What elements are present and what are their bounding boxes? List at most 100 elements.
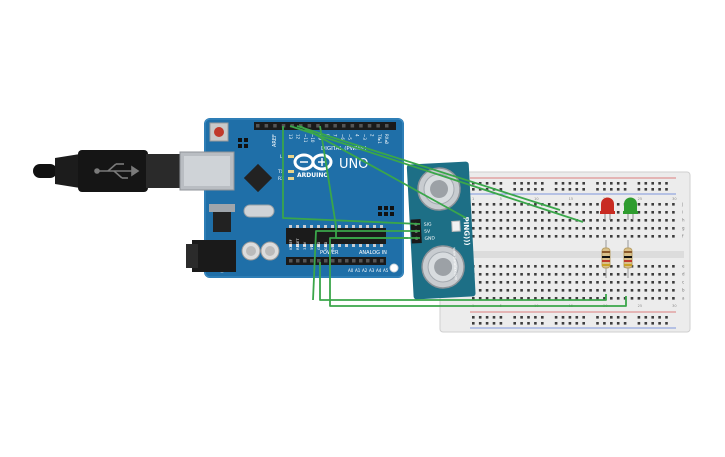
breadboard-hole[interactable]	[541, 281, 544, 284]
breadboard-hole[interactable]	[478, 273, 482, 276]
breadboard-hole[interactable]	[575, 235, 579, 238]
breadboard-hole[interactable]	[589, 289, 592, 292]
breadboard-hole[interactable]	[492, 265, 496, 268]
breadboard-hole[interactable]	[513, 227, 516, 230]
breadboard-hole[interactable]	[616, 219, 620, 222]
breadboard-hole[interactable]	[554, 281, 558, 284]
breadboard-hole[interactable]	[554, 219, 558, 222]
digital-header-hole[interactable]	[307, 124, 312, 128]
digital-header-hole[interactable]	[359, 124, 363, 128]
breadboard-hole[interactable]	[534, 235, 537, 238]
rail-hole[interactable]	[561, 316, 565, 319]
rail-hole[interactable]	[623, 188, 627, 191]
breadboard-hole[interactable]	[541, 211, 544, 214]
rail-hole[interactable]	[520, 316, 523, 319]
breadboard-hole[interactable]	[575, 273, 579, 276]
breadboard-hole[interactable]	[541, 235, 544, 238]
wire-trig-signal[interactable]	[282, 126, 421, 225]
breadboard-hole[interactable]	[665, 203, 668, 206]
breadboard-hole[interactable]	[582, 235, 585, 238]
breadboard-hole[interactable]	[651, 235, 654, 238]
breadboard-hole[interactable]	[616, 281, 620, 284]
rail-hole[interactable]	[534, 182, 537, 185]
breadboard-hole[interactable]	[492, 219, 496, 222]
digital-header-hole[interactable]	[316, 124, 320, 128]
breadboard-hole[interactable]	[499, 211, 503, 214]
breadboard-hole[interactable]	[644, 297, 648, 300]
rail-hole[interactable]	[534, 322, 537, 325]
breadboard-hole[interactable]	[651, 219, 654, 222]
breadboard-hole[interactable]	[603, 235, 606, 238]
rail-hole[interactable]	[637, 322, 641, 325]
rail-hole[interactable]	[651, 316, 654, 319]
breadboard-hole[interactable]	[492, 289, 496, 292]
breadboard-hole[interactable]	[644, 211, 648, 214]
rail-hole[interactable]	[485, 182, 489, 185]
rail-hole[interactable]	[478, 316, 482, 319]
digital-header-hole[interactable]	[333, 124, 337, 128]
breadboard-hole[interactable]	[589, 297, 592, 300]
breadboard-hole[interactable]	[534, 273, 537, 276]
power-header-hole[interactable]	[317, 259, 321, 263]
rail-hole[interactable]	[596, 322, 599, 325]
breadboard-hole[interactable]	[561, 297, 565, 300]
rail-hole[interactable]	[637, 182, 641, 185]
breadboard-hole[interactable]	[534, 265, 537, 268]
rail-hole[interactable]	[492, 182, 496, 185]
rail-hole[interactable]	[520, 188, 523, 191]
breadboard-hole[interactable]	[534, 281, 537, 284]
breadboard-hole[interactable]	[596, 281, 599, 284]
rail-hole[interactable]	[472, 188, 475, 191]
wire-sensor-sig[interactable]	[299, 125, 467, 219]
breadboard-hole[interactable]	[513, 289, 516, 292]
rail-hole[interactable]	[513, 188, 516, 191]
rail-hole[interactable]	[665, 188, 668, 191]
breadboard-hole[interactable]	[603, 281, 606, 284]
breadboard-hole[interactable]	[637, 297, 641, 300]
green-led[interactable]	[623, 197, 638, 220]
breadboard-hole[interactable]	[472, 203, 475, 206]
breadboard-hole[interactable]	[575, 211, 579, 214]
breadboard-hole[interactable]	[506, 227, 510, 230]
breadboard-hole[interactable]	[582, 219, 585, 222]
breadboard-hole[interactable]	[485, 219, 489, 222]
rail-hole[interactable]	[644, 188, 648, 191]
breadboard-hole[interactable]	[651, 273, 654, 276]
rail-hole[interactable]	[485, 322, 489, 325]
breadboard-hole[interactable]	[520, 227, 523, 230]
breadboard-hole[interactable]	[651, 265, 654, 268]
power-header-hole[interactable]	[324, 259, 328, 263]
power-header-hole[interactable]	[352, 259, 356, 263]
breadboard-hole[interactable]	[575, 281, 579, 284]
breadboard-hole[interactable]	[472, 211, 475, 214]
breadboard-hole[interactable]	[547, 289, 551, 292]
rail-hole[interactable]	[534, 188, 537, 191]
rail-hole[interactable]	[596, 316, 599, 319]
breadboard-hole[interactable]	[513, 265, 516, 268]
breadboard-hole[interactable]	[665, 235, 668, 238]
breadboard-hole[interactable]	[610, 227, 613, 230]
breadboard-hole[interactable]	[644, 203, 648, 206]
rail-hole[interactable]	[541, 316, 544, 319]
rail-hole[interactable]	[582, 182, 585, 185]
rail-hole[interactable]	[561, 182, 565, 185]
breadboard-hole[interactable]	[610, 289, 613, 292]
breadboard-hole[interactable]	[506, 265, 510, 268]
breadboard-hole[interactable]	[506, 273, 510, 276]
breadboard-hole[interactable]	[665, 297, 668, 300]
breadboard-hole[interactable]	[485, 265, 489, 268]
breadboard-hole[interactable]	[603, 227, 606, 230]
breadboard-hole[interactable]	[561, 219, 565, 222]
breadboard-hole[interactable]	[485, 211, 489, 214]
breadboard-hole[interactable]	[672, 265, 675, 268]
breadboard-hole[interactable]	[623, 273, 627, 276]
wire-gnd-rail[interactable]	[319, 262, 607, 301]
breadboard-hole[interactable]	[658, 235, 661, 238]
wire-sensor-5v[interactable]	[312, 230, 420, 301]
rail-hole[interactable]	[527, 188, 530, 191]
breadboard-hole[interactable]	[527, 211, 530, 214]
breadboard-hole[interactable]	[554, 297, 558, 300]
breadboard-hole[interactable]	[472, 297, 475, 300]
breadboard-hole[interactable]	[596, 227, 599, 230]
